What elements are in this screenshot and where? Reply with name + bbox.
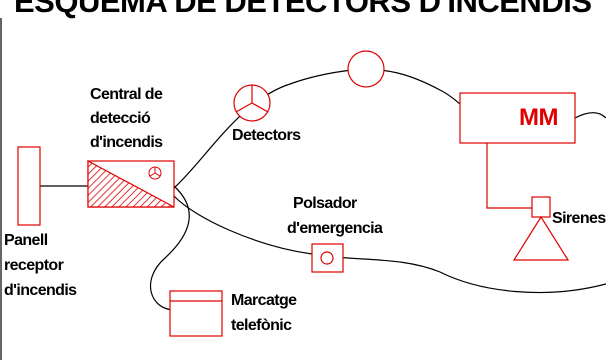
detector-loop-wire [173, 68, 461, 189]
central-indicator-mark [149, 167, 161, 177]
return-loop-wire [173, 195, 606, 294]
polsador-label-line-2: d'emergencia [287, 220, 383, 237]
siren-box [531, 196, 551, 218]
mm-box [459, 92, 576, 144]
diagram-title: ESQUEMA DE DETECTORS D'INCENDIS [14, 0, 592, 19]
panell-label-line-1: Panell [4, 232, 48, 249]
mm-label: MM [519, 104, 558, 131]
siren-horn-icon [512, 215, 570, 261]
detector-icon-1-spokes [235, 85, 269, 113]
central-label-line-1: Central de [90, 86, 163, 103]
polsador-label-line-1: Polsador [293, 195, 357, 212]
detectors-label: Detectors [232, 127, 301, 144]
sirenes-label: Sirenes [552, 210, 606, 227]
marcatge-label-line-2: telefònic [231, 317, 292, 334]
telephone-dialer-box [169, 290, 223, 337]
panell-label-line-3: d'incendis [4, 282, 77, 299]
mm-side-wire [574, 112, 606, 119]
marcatge-label-line-1: Marcatge [231, 292, 297, 309]
central-hatch [87, 159, 175, 208]
receptor-panel [17, 146, 41, 226]
siren-wire [486, 143, 532, 209]
central-label-line-3: d'incendis [90, 134, 163, 151]
central-label-line-2: detecció [90, 110, 151, 127]
emergency-button-icon [320, 251, 334, 265]
detector-icon-2 [347, 50, 385, 88]
telephone-loop-wire [149, 185, 190, 311]
panell-label-line-2: receptor [4, 257, 64, 274]
